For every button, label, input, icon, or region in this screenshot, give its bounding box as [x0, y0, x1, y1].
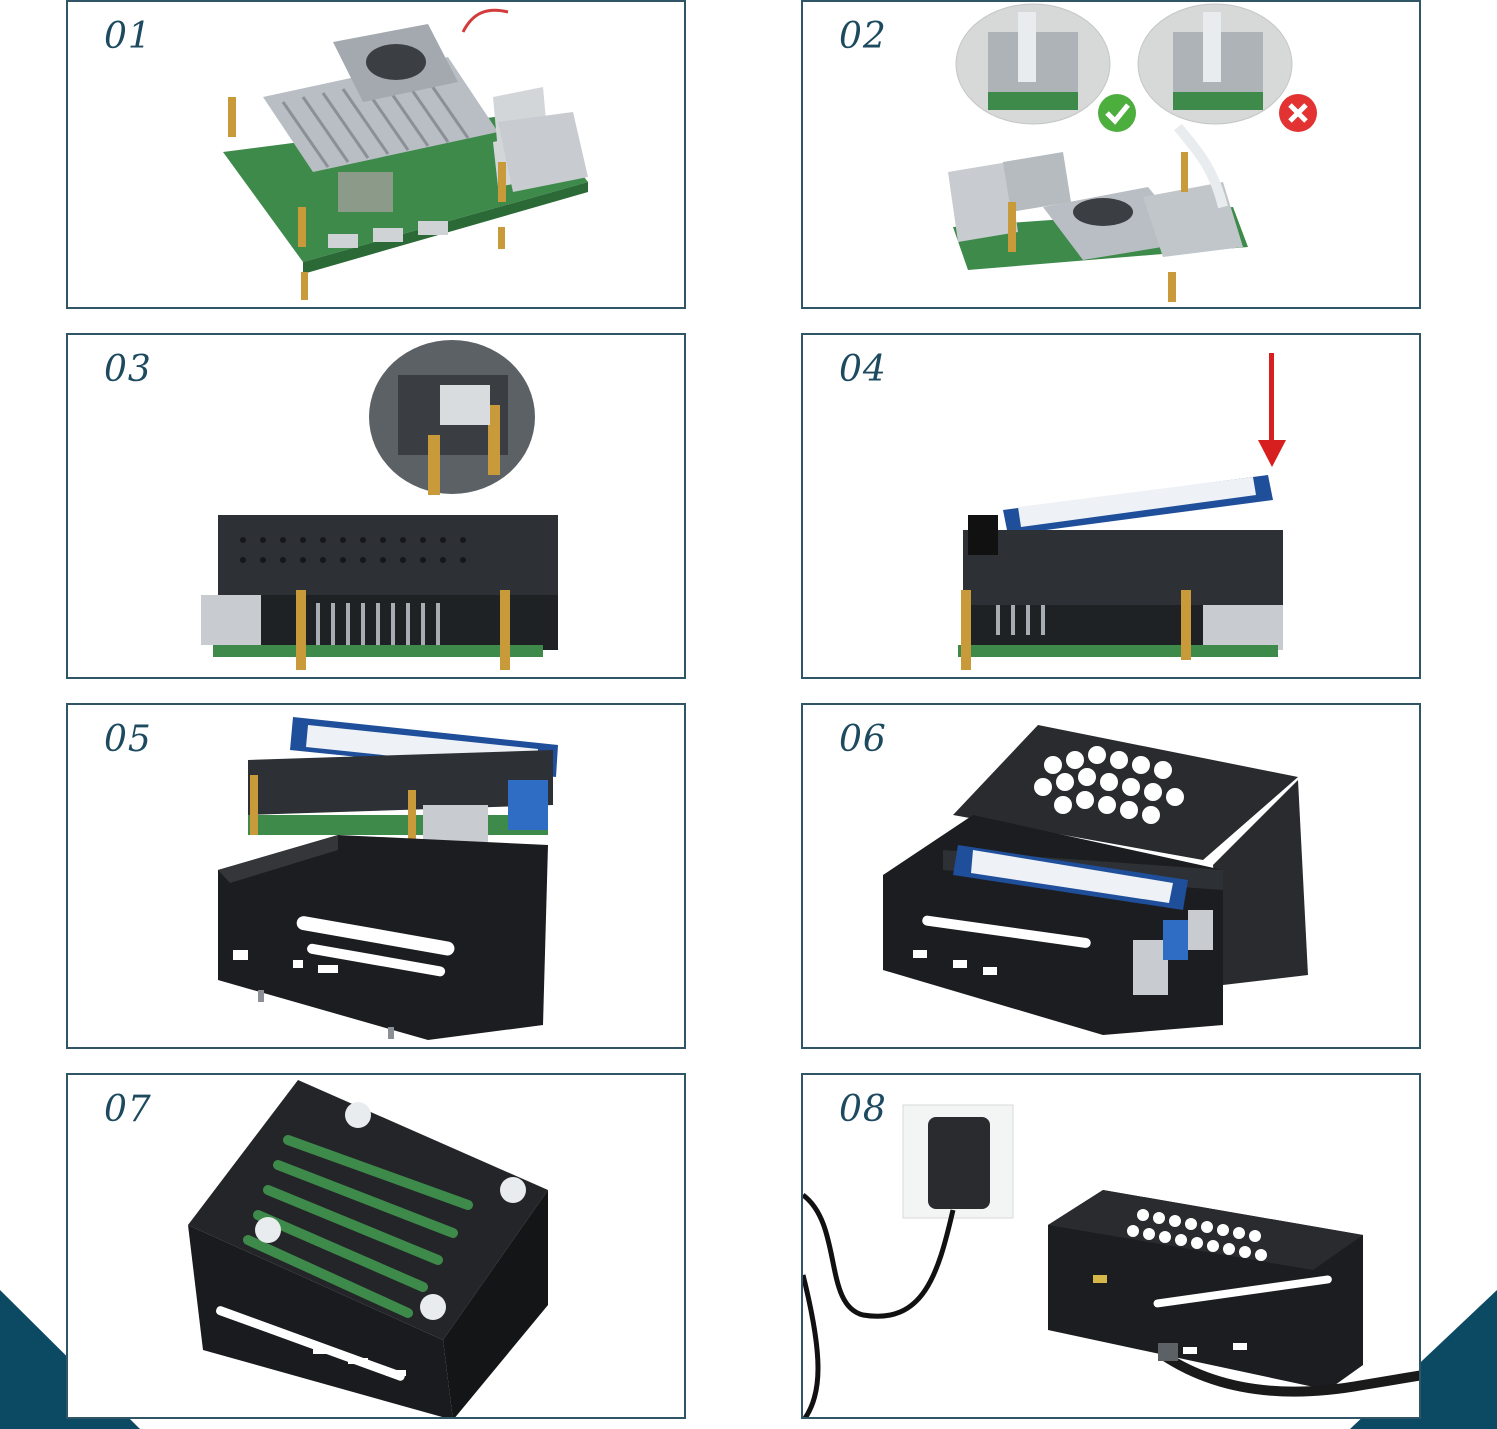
arrow-down-icon: [1258, 353, 1286, 467]
cross-icon: [1279, 94, 1317, 132]
nvme-hat-mounted-photo: [201, 340, 558, 670]
step-01-panel: 01: [66, 0, 686, 309]
step-03-panel: 03: [66, 333, 686, 679]
ribbon-cable-orientation-photo: [948, 3, 1317, 302]
closed-case-photo: [188, 1080, 548, 1417]
ssd-insertion-photo: [958, 353, 1286, 670]
step-05-panel: 05: [66, 703, 686, 1049]
step-number: 01: [104, 16, 152, 57]
step-number: 04: [839, 349, 887, 390]
step-04-panel: 04: [801, 333, 1421, 679]
step-number: 08: [839, 1089, 887, 1130]
step-06-panel: 06: [801, 703, 1421, 1049]
step-number: 05: [104, 719, 152, 760]
step-02-panel: 02: [801, 0, 1421, 309]
step-number: 06: [839, 719, 887, 760]
case-cover-sliding-photo: [883, 725, 1308, 1035]
step-number: 07: [104, 1089, 152, 1130]
board-into-case-base-photo: [218, 717, 558, 1040]
check-icon: [1098, 94, 1136, 132]
step-number: 03: [104, 349, 152, 390]
powered-case-photo: [803, 1104, 1419, 1417]
step-08-panel: 08: [801, 1073, 1421, 1419]
pi-board-with-heatsink-fan-photo: [223, 8, 588, 300]
step-07-panel: 07: [66, 1073, 686, 1419]
step-number: 02: [839, 16, 887, 57]
